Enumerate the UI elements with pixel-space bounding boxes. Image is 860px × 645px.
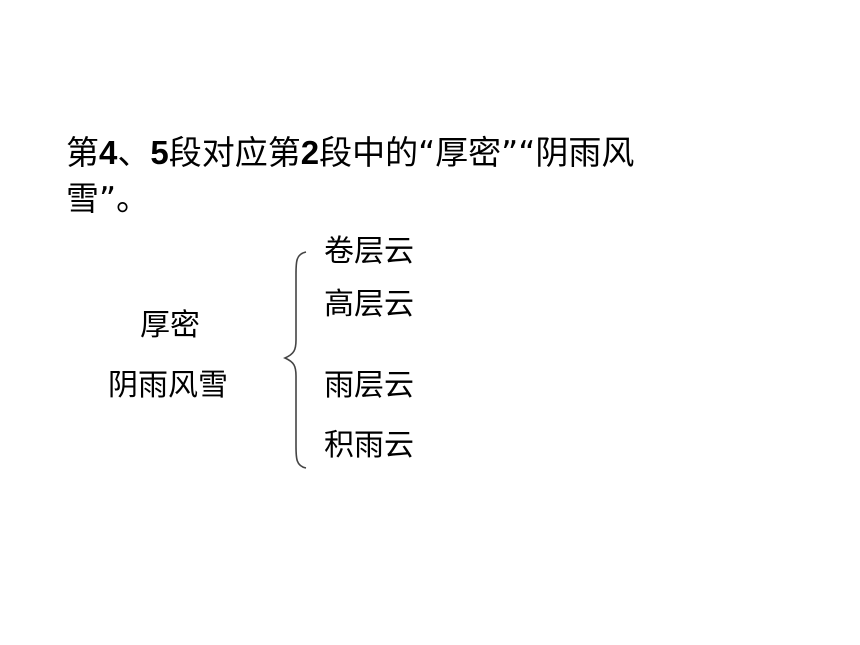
heading-number: 5 <box>150 134 169 171</box>
heading-part: 、 <box>117 133 151 172</box>
heading-part: 第 <box>66 133 99 172</box>
curly-brace-path <box>283 251 307 469</box>
heading-number: 4 <box>99 134 118 171</box>
cloud-type-altostratus: 高层云 <box>324 287 414 322</box>
term-overcast-rain-wind-snow: 阴雨风雪 <box>108 368 228 403</box>
heading-part: 段中的“厚密”“阴雨风 <box>319 133 635 172</box>
heading-part: 雪”。 <box>66 179 150 218</box>
curly-brace <box>283 251 307 469</box>
cloud-type-cumulonimbus: 积雨云 <box>324 428 414 463</box>
heading-number: 2 <box>300 134 320 171</box>
cloud-type-nimbostratus: 雨层云 <box>324 368 414 403</box>
cloud-type-cirrostratus: 卷层云 <box>324 234 414 269</box>
heading-part: 段对应第 <box>168 133 301 172</box>
heading-text: 第4、5段对应第2段中的“厚密”“阴雨风雪”。 <box>66 130 726 222</box>
term-thick-dense: 厚密 <box>140 308 200 343</box>
